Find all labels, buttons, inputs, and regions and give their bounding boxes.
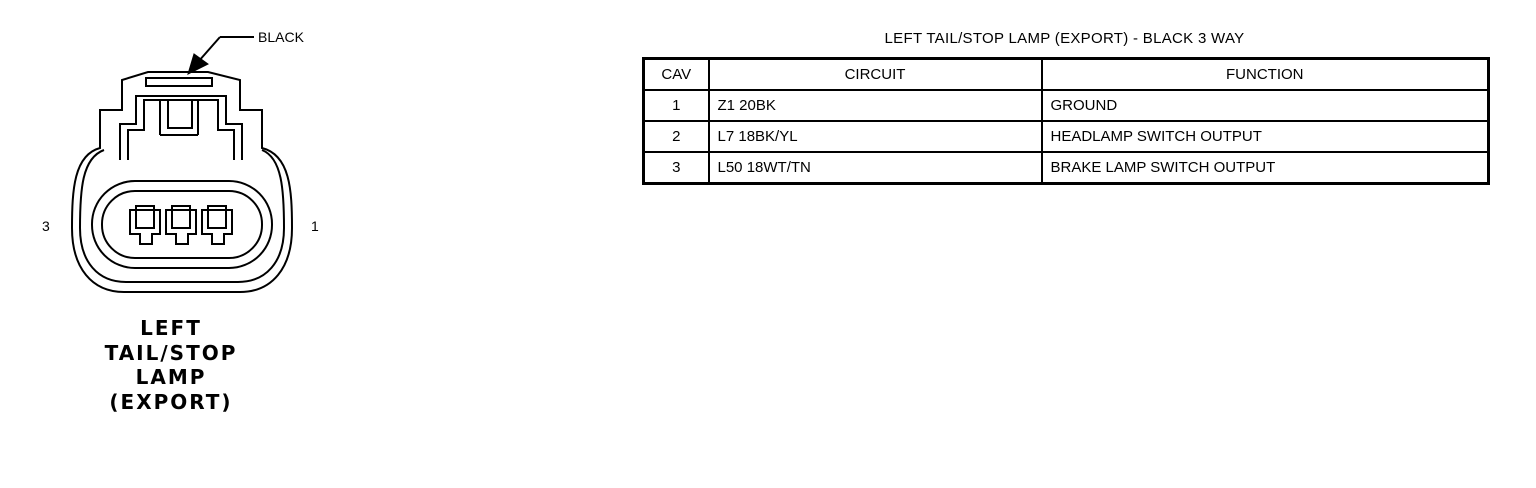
function-cell: HEADLAMP SWITCH OUTPUT [1040,120,1490,153]
function-cell: BRAKE LAMP SWITCH OUTPUT [1040,151,1490,185]
table-row: 3 L50 18WT/TN BRAKE LAMP SWITCH OUTPUT [642,151,1490,185]
mating-face [91,180,273,269]
color-label: BLACK [258,29,305,45]
table-title: LEFT TAIL/STOP LAMP (EXPORT) - BLACK 3 W… [884,30,1245,47]
cav-cell: 2 [642,120,710,153]
header-cav: CAV [642,57,710,91]
pinout-table: CAV CIRCUIT FUNCTION 1 Z1 20BK GROUND 2 … [642,57,1490,185]
terminal-cavities [129,205,233,245]
caption-line: LEFT [140,316,202,340]
cavity-label-left: 3 [42,218,50,234]
cav-cell: 1 [642,89,710,122]
connector-drawing: BLACK 3 1 [42,29,319,293]
connector-outer-shell [70,71,294,293]
circuit-cell: Z1 20BK [707,89,1043,122]
header-function: FUNCTION [1040,57,1490,91]
cav-cell: 3 [642,151,710,185]
caption-line: LAMP [135,365,207,389]
latch-housing [119,95,243,160]
header-circuit: CIRCUIT [707,57,1043,91]
caption-line: TAIL/STOP [104,340,238,365]
arrowhead-icon [187,53,209,75]
cavity-label-right: 1 [311,218,319,234]
table-row: 2 L7 18BK/YL HEADLAMP SWITCH OUTPUT [642,120,1490,153]
top-tab [145,77,213,87]
caption-line: (EXPORT) [109,389,233,414]
table-row: 1 Z1 20BK GROUND [642,89,1490,122]
circuit-cell: L7 18BK/YL [707,120,1043,153]
circuit-cell: L50 18WT/TN [707,151,1043,185]
table-header-row: CAV CIRCUIT FUNCTION [642,57,1490,91]
connector-caption: LEFT TAIL/STOP LAMP (EXPORT) [96,316,246,414]
function-cell: GROUND [1040,89,1490,122]
